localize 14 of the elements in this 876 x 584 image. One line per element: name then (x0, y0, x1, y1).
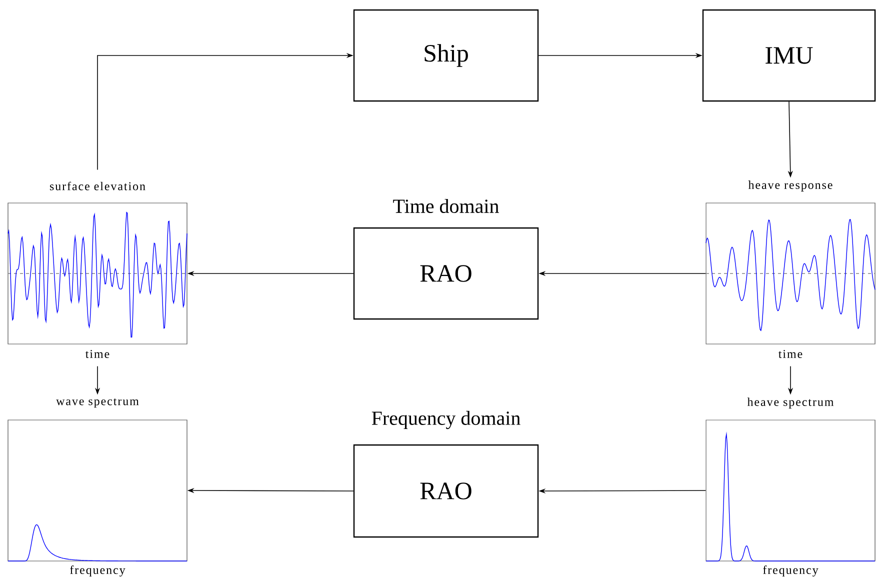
axis-label: time (778, 350, 802, 358)
axis-label: time (86, 350, 110, 358)
plot-title: heave response (748, 180, 832, 192)
axis-label: frequency (70, 565, 126, 577)
plot-title: heave spectrum (747, 398, 834, 408)
plot-frame (8, 420, 188, 562)
plot-title: surface elevation (50, 182, 146, 190)
plot-title: wave spectrum (56, 398, 139, 408)
process-box: RAO (353, 444, 539, 538)
process-box: RAO (353, 227, 539, 320)
plot-frame (706, 202, 876, 344)
axis-label: frequency (763, 565, 818, 577)
process-box: IMU (702, 9, 876, 102)
process-box: Ship (353, 9, 539, 102)
